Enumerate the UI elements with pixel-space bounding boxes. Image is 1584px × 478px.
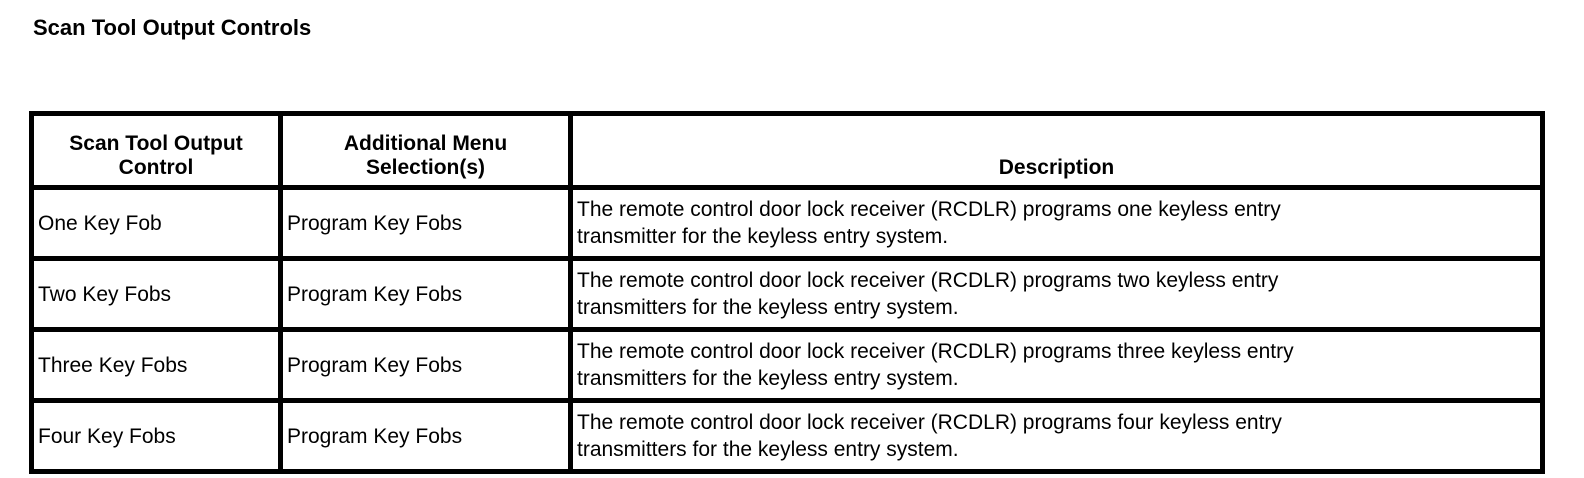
- cell-description: The remote control door lock receiver (R…: [568, 185, 1545, 261]
- header-cell-additional-menu-selection: Additional Menu Selection(s): [278, 111, 573, 190]
- header-cell-description: Description: [568, 111, 1545, 190]
- cell-menu-selection: Program Key Fobs: [278, 185, 573, 261]
- table-row: Four Key Fobs Program Key Fobs The remot…: [29, 398, 1545, 474]
- table-row: Three Key Fobs Program Key Fobs The remo…: [29, 327, 1545, 403]
- cell-control: Three Key Fobs: [29, 327, 283, 403]
- cell-description: The remote control door lock receiver (R…: [568, 256, 1545, 332]
- table-header-row: Scan Tool Output Control Additional Menu…: [29, 111, 1545, 190]
- cell-control: Four Key Fobs: [29, 398, 283, 474]
- cell-menu-selection: Program Key Fobs: [278, 398, 573, 474]
- cell-description: The remote control door lock receiver (R…: [568, 398, 1545, 474]
- page-title: Scan Tool Output Controls: [33, 15, 312, 40]
- table-row: Two Key Fobs Program Key Fobs The remote…: [29, 256, 1545, 332]
- cell-control: Two Key Fobs: [29, 256, 283, 332]
- cell-menu-selection: Program Key Fobs: [278, 327, 573, 403]
- cell-description: The remote control door lock receiver (R…: [568, 327, 1545, 403]
- cell-control: One Key Fob: [29, 185, 283, 261]
- header-cell-scan-tool-output-control: Scan Tool Output Control: [29, 111, 283, 190]
- cell-menu-selection: Program Key Fobs: [278, 256, 573, 332]
- scan-tool-output-controls-table: Scan Tool Output Control Additional Menu…: [29, 111, 1545, 474]
- table-row: One Key Fob Program Key Fobs The remote …: [29, 185, 1545, 261]
